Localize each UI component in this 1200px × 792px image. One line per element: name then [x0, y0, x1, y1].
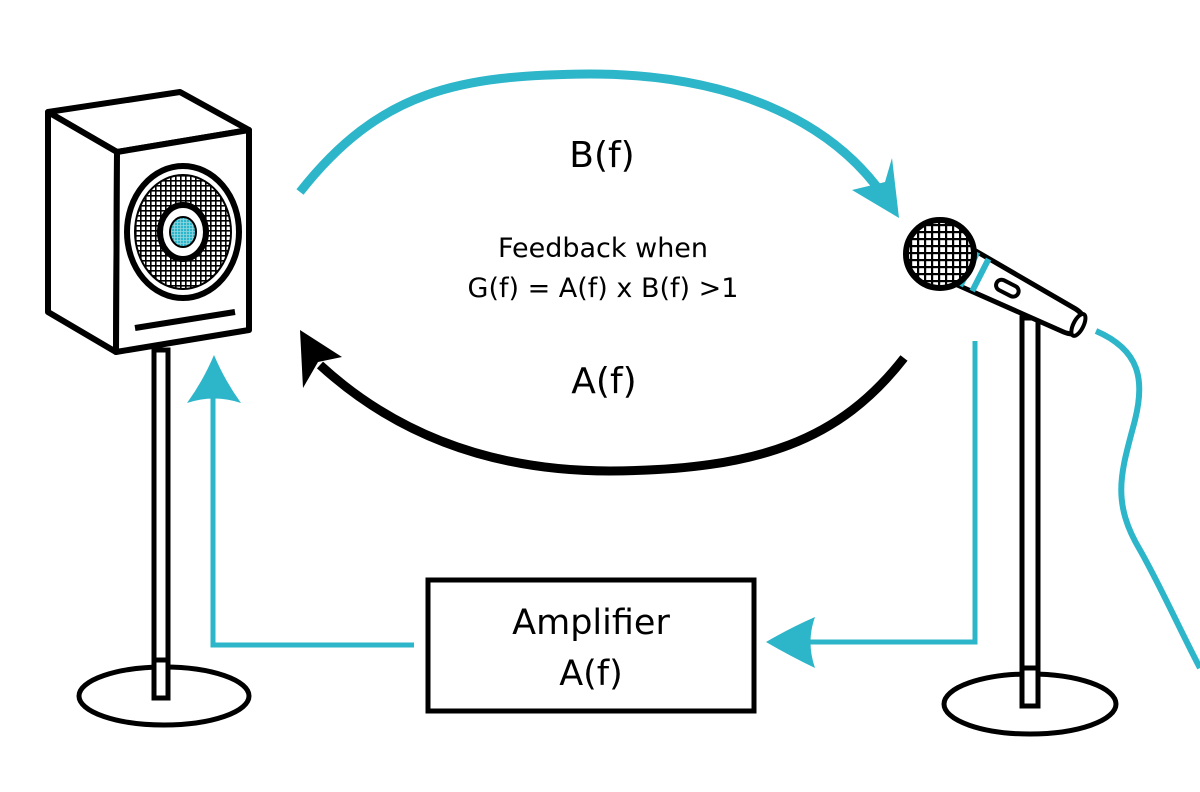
- microphone: [903, 217, 1200, 737]
- arrowhead: [852, 158, 899, 218]
- speaker-woofer-icon: [124, 163, 242, 301]
- arrowhead: [766, 617, 815, 668]
- condition-label-line1: Feedback when: [498, 233, 708, 264]
- gain-path-label: A(f): [571, 361, 636, 402]
- amplifier-box: Amplifier A(f): [425, 577, 757, 714]
- amp-output-arrow: [187, 355, 414, 648]
- gain-arrow: [300, 330, 908, 476]
- speaker-stand-base: [76, 657, 252, 728]
- acoustic-feedback-arrow: [296, 69, 899, 218]
- feedback-path-label: B(f): [569, 135, 634, 176]
- arrowhead: [187, 355, 241, 403]
- mic-stand-base: [941, 665, 1119, 737]
- amplifier-gain-label: A(f): [559, 654, 623, 694]
- arrowhead: [300, 330, 342, 388]
- speaker: [45, 89, 252, 728]
- speaker-stand-pole: [151, 347, 171, 699]
- mic-signal-arrow: [766, 341, 978, 668]
- speaker-port-slot: [134, 309, 236, 331]
- mic-stand-pole: [1019, 315, 1041, 707]
- mic-cable: [1094, 328, 1200, 670]
- amplifier-label: Amplifier: [512, 603, 670, 643]
- condition-label-line2: G(f) = A(f) x B(f) >1: [468, 273, 739, 304]
- mic-head-icon: [903, 217, 977, 291]
